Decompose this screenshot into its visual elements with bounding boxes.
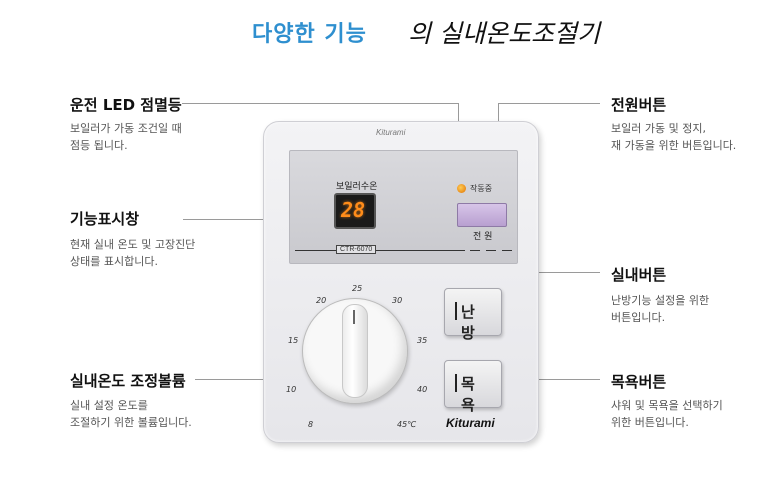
knob-grip: [342, 304, 368, 398]
feature-display-desc: 현재 실내 온도 및 고장진단 상태를 표시합니다.: [70, 238, 196, 268]
boiler-temp-label: 보일러수온: [336, 182, 378, 192]
feature-knob-desc: 실내 설정 온도를 조절하기 위한 볼륨입니다.: [70, 399, 192, 429]
panel-dash: [470, 250, 480, 251]
leader-line-display: [183, 219, 327, 220]
panel-divider: [295, 250, 465, 251]
feature-heat-desc: 난방기능 설정을 위한 버튼입니다.: [611, 294, 710, 324]
scale-label: 40: [417, 385, 428, 394]
brand-logo-bottom: Kiturami: [446, 416, 495, 430]
scale-label: 10: [286, 385, 297, 394]
thermostat-device: Kiturami 보일러수온 28 CTR-6070 작동중 전 원 8 10 …: [263, 121, 539, 443]
power-button-label: 전 원: [473, 232, 493, 242]
page-title-accent: 다양한 기능: [252, 22, 367, 47]
feature-bath-title: 목욕버튼: [611, 373, 667, 391]
feature-bath-desc: 샤워 및 목욕을 선택하기 위한 버튼입니다.: [611, 399, 723, 429]
temperature-knob[interactable]: [302, 298, 408, 404]
scale-label: 15: [288, 336, 299, 345]
power-button[interactable]: [457, 203, 507, 227]
scale-label: 8: [308, 420, 314, 429]
panel-dash: [486, 250, 496, 251]
bath-button[interactable]: 목 욕: [444, 360, 502, 414]
bath-button-bar: [455, 374, 457, 392]
scale-label: 20: [316, 296, 327, 305]
scale-label: 45℃: [397, 420, 417, 429]
leader-line-power-h: [498, 103, 600, 104]
bath-button-label: 목 욕: [461, 375, 478, 414]
feature-power-desc: 보일러 가동 및 정지, 재 가동을 위한 버튼입니다.: [611, 122, 737, 152]
leader-line-heat-h: [496, 272, 600, 273]
page-title: 의 실내온도조절기: [408, 19, 600, 48]
heat-button[interactable]: 난 방: [444, 288, 502, 342]
leader-line-led-h: [182, 103, 458, 104]
scale-label: 30: [392, 296, 403, 305]
scale-label: 25: [352, 284, 363, 293]
feature-led-title: 운전 LED 점멸등: [70, 96, 182, 114]
temperature-display: 28: [334, 193, 376, 229]
scale-label: 35: [417, 336, 428, 345]
led-label: 작동중: [470, 184, 493, 193]
display-value: 28: [341, 198, 366, 222]
model-label: CTR-6070: [336, 245, 377, 254]
leader-line-knob: [195, 379, 313, 380]
heat-button-bar: [455, 302, 457, 320]
leader-line-bath: [496, 379, 600, 380]
display-panel: 보일러수온 28 CTR-6070 작동중 전 원: [289, 150, 518, 264]
feature-power-title: 전원버튼: [611, 96, 667, 114]
feature-knob-title: 실내온도 조정볼륨: [70, 372, 186, 390]
heat-button-label: 난 방: [461, 303, 478, 342]
brand-logo-top: Kiturami: [376, 128, 406, 137]
knob-indicator-icon: [353, 310, 355, 324]
feature-heat-title: 실내버튼: [611, 266, 667, 284]
feature-led-desc: 보일러가 가동 조건일 때 점등 됩니다.: [70, 122, 182, 152]
run-led-icon: [457, 184, 466, 193]
panel-dash: [502, 250, 512, 251]
feature-display-title: 기능표시창: [70, 210, 140, 228]
